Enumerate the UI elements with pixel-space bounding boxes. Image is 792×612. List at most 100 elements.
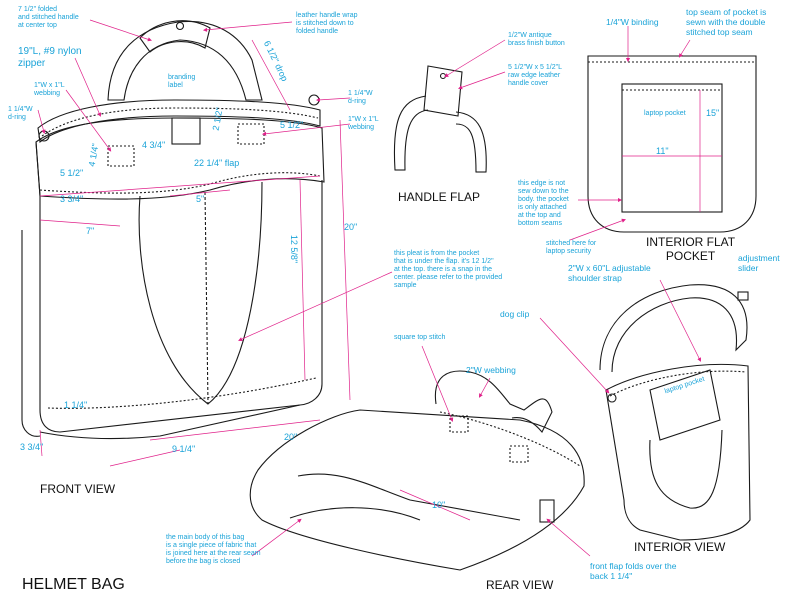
note-dring-left: 1 1/4"W d-ring — [8, 106, 33, 122]
leader-webbing-left — [65, 89, 112, 152]
front-view-drawing — [21, 20, 325, 440]
note-branding: branding label — [168, 74, 196, 90]
bottom-stitch — [47, 377, 317, 409]
dimline-rear10 — [399, 489, 471, 521]
note-pleat: this pleat is from the pocket that is un… — [394, 250, 503, 290]
rear-tab-right — [509, 445, 529, 463]
dim-side-7: 7" — [86, 226, 95, 236]
dim-side-3-3-4: 3 3/4" — [60, 194, 84, 204]
note-zipper: 19"L, #9 nylon zipper — [18, 46, 82, 69]
leader-strap — [659, 279, 701, 362]
dimline-drop — [251, 39, 291, 111]
front-pleat — [138, 181, 263, 405]
handle-flap-button — [439, 72, 447, 80]
leader-dring-left — [37, 109, 46, 135]
note-dog-clip: dog clip — [500, 309, 530, 319]
rear-body — [249, 409, 585, 571]
note-front-flap-fold: front flap folds over the back 1 1/4" — [590, 561, 677, 581]
leader-handle — [89, 19, 152, 42]
leader-stitched — [569, 218, 626, 241]
dimline-side7 — [39, 219, 121, 227]
leader-pleat — [238, 271, 393, 342]
handle-flap-cover — [423, 65, 463, 117]
interior-pocket-drawing — [587, 55, 757, 233]
dim-tab-w: 5 1/2" — [280, 120, 304, 130]
note-webbing-right: 1"W x 1"L webbing — [348, 116, 379, 132]
d-ring-right — [308, 94, 320, 106]
leader-webbing-right — [261, 123, 351, 136]
note-leather-wrap: leather handle wrap is stitched down to … — [296, 12, 358, 36]
leader-zipper — [74, 57, 102, 117]
handle-leather-wrap — [139, 20, 211, 53]
note-adjustment-slider: adjustment slider — [738, 253, 780, 273]
adjustment-slider-shape — [737, 291, 749, 301]
rear-label — [539, 499, 555, 523]
note-stitched-here: stitched here for laptop security — [546, 240, 597, 256]
dimline-flap22 — [39, 175, 321, 197]
branding-label-tab — [171, 117, 201, 145]
dim-pleat-5: 5" — [196, 194, 205, 204]
webbing-tab-left — [107, 145, 135, 167]
title-front-view: FRONT VIEW — [40, 482, 116, 496]
dim-height-20: 20" — [344, 222, 358, 232]
dim-rear-10: 10" — [432, 500, 446, 510]
title-rear-view: REAR VIEW — [486, 578, 554, 592]
pocket-outline — [587, 55, 757, 233]
interior-rim — [609, 370, 747, 397]
note-webbing-left: 1"W x 1"L webbing — [34, 82, 65, 98]
note-handle-cover: 5 1/2"W x 5 1/2"L raw edge leather handl… — [508, 64, 562, 88]
note-main-body: the main body of this bag is a single pi… — [166, 534, 261, 566]
interior-body — [605, 363, 751, 541]
leader-button — [444, 39, 506, 78]
dimension-lines — [39, 39, 722, 521]
front-side-panel — [21, 141, 41, 437]
dimline-height20 — [339, 119, 351, 401]
dim-flap-22: 22 1/4" flap — [194, 158, 240, 168]
dim-bottom-1-1-4: 1 1/4" — [64, 400, 88, 410]
rear-seam — [297, 473, 521, 521]
dim-pocket-15: 15" — [706, 108, 720, 118]
base-edge — [39, 404, 301, 440]
note-laptop-pocket: laptop pocket — [644, 110, 686, 117]
dim-web-4-3-4: 4 3/4" — [142, 140, 166, 150]
leader-square — [421, 345, 454, 422]
rear-flap-edge — [289, 507, 421, 521]
laptop-pocket-panel — [621, 83, 723, 213]
interior-view-drawing — [599, 284, 751, 541]
title-interior-view: INTERIOR VIEW — [634, 540, 726, 554]
dim-pocket-11: 11" — [656, 146, 669, 156]
leader-dog-clip — [539, 317, 610, 394]
note-dring-right: 1 1/4"W d-ring — [348, 90, 373, 106]
rear-handle — [434, 370, 553, 433]
rear-tab-left — [449, 415, 469, 433]
dim-height-12: 12 5/8" — [289, 234, 300, 264]
dim-side-5-1-2: 5 1/2" — [60, 168, 84, 178]
webbing-tab-right — [237, 123, 265, 145]
note-webbing-2w: 2"W webbing — [466, 365, 516, 375]
handle-flap-drawing — [393, 65, 487, 173]
title-interior-flat-pocket: INTERIOR FLAT POCKET — [646, 235, 736, 263]
leader-main-body — [251, 518, 302, 557]
leader-top-seam — [678, 39, 691, 58]
note-binding: 1/4"W binding — [606, 17, 659, 27]
pleat-center — [204, 191, 209, 405]
dimline-base — [109, 449, 181, 467]
leader-handle-cover — [458, 71, 506, 90]
dim-width-20: 20" — [284, 432, 298, 442]
interior-laptop-pocket — [649, 369, 721, 441]
handle-button — [175, 21, 185, 31]
note-button: 1/2"W antique brass finish button — [508, 32, 565, 48]
shoulder-strap — [599, 284, 748, 373]
leader-leather-wrap — [202, 21, 293, 32]
leader-front-flap — [546, 518, 591, 557]
leader-lines — [37, 19, 701, 557]
title-handle-flap: HANDLE FLAP — [398, 190, 481, 204]
front-flap — [35, 117, 325, 200]
dimline-width20 — [149, 419, 321, 441]
dim-base-3-3-4: 3 3/4" — [20, 442, 44, 452]
front-body — [39, 180, 323, 433]
leader-dring-right — [315, 97, 351, 102]
note-square-stitch: square top stitch — [394, 334, 446, 341]
sheet-title: HELMET BAG — [22, 576, 125, 593]
